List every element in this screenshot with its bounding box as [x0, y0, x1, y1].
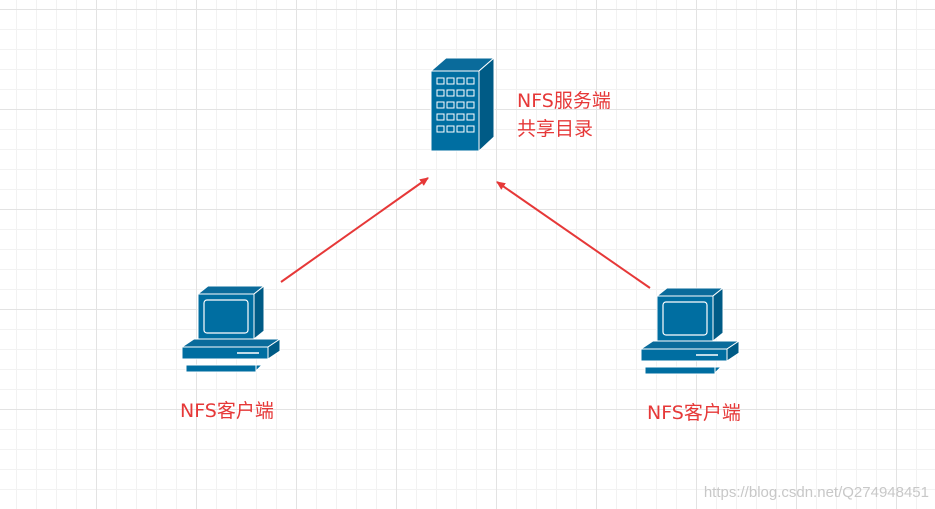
- arrow-left-client-to-server: [280, 177, 429, 283]
- client-right-label: NFS客户端: [647, 402, 741, 424]
- server-label-line1: NFS服务端: [517, 90, 611, 112]
- desktop-computer-icon: [181, 285, 281, 373]
- client-node-right[interactable]: [640, 287, 740, 375]
- server-tower-icon: [429, 57, 496, 153]
- server-node[interactable]: [428, 57, 496, 153]
- watermark-url: https://blog.csdn.net/Q274948451: [703, 484, 929, 501]
- client-left-label: NFS客户端: [180, 400, 274, 422]
- server-label-line2: 共享目录: [517, 118, 594, 140]
- arrow-right-client-to-server: [496, 181, 651, 289]
- desktop-computer-icon: [640, 287, 740, 375]
- client-node-left[interactable]: [181, 285, 281, 373]
